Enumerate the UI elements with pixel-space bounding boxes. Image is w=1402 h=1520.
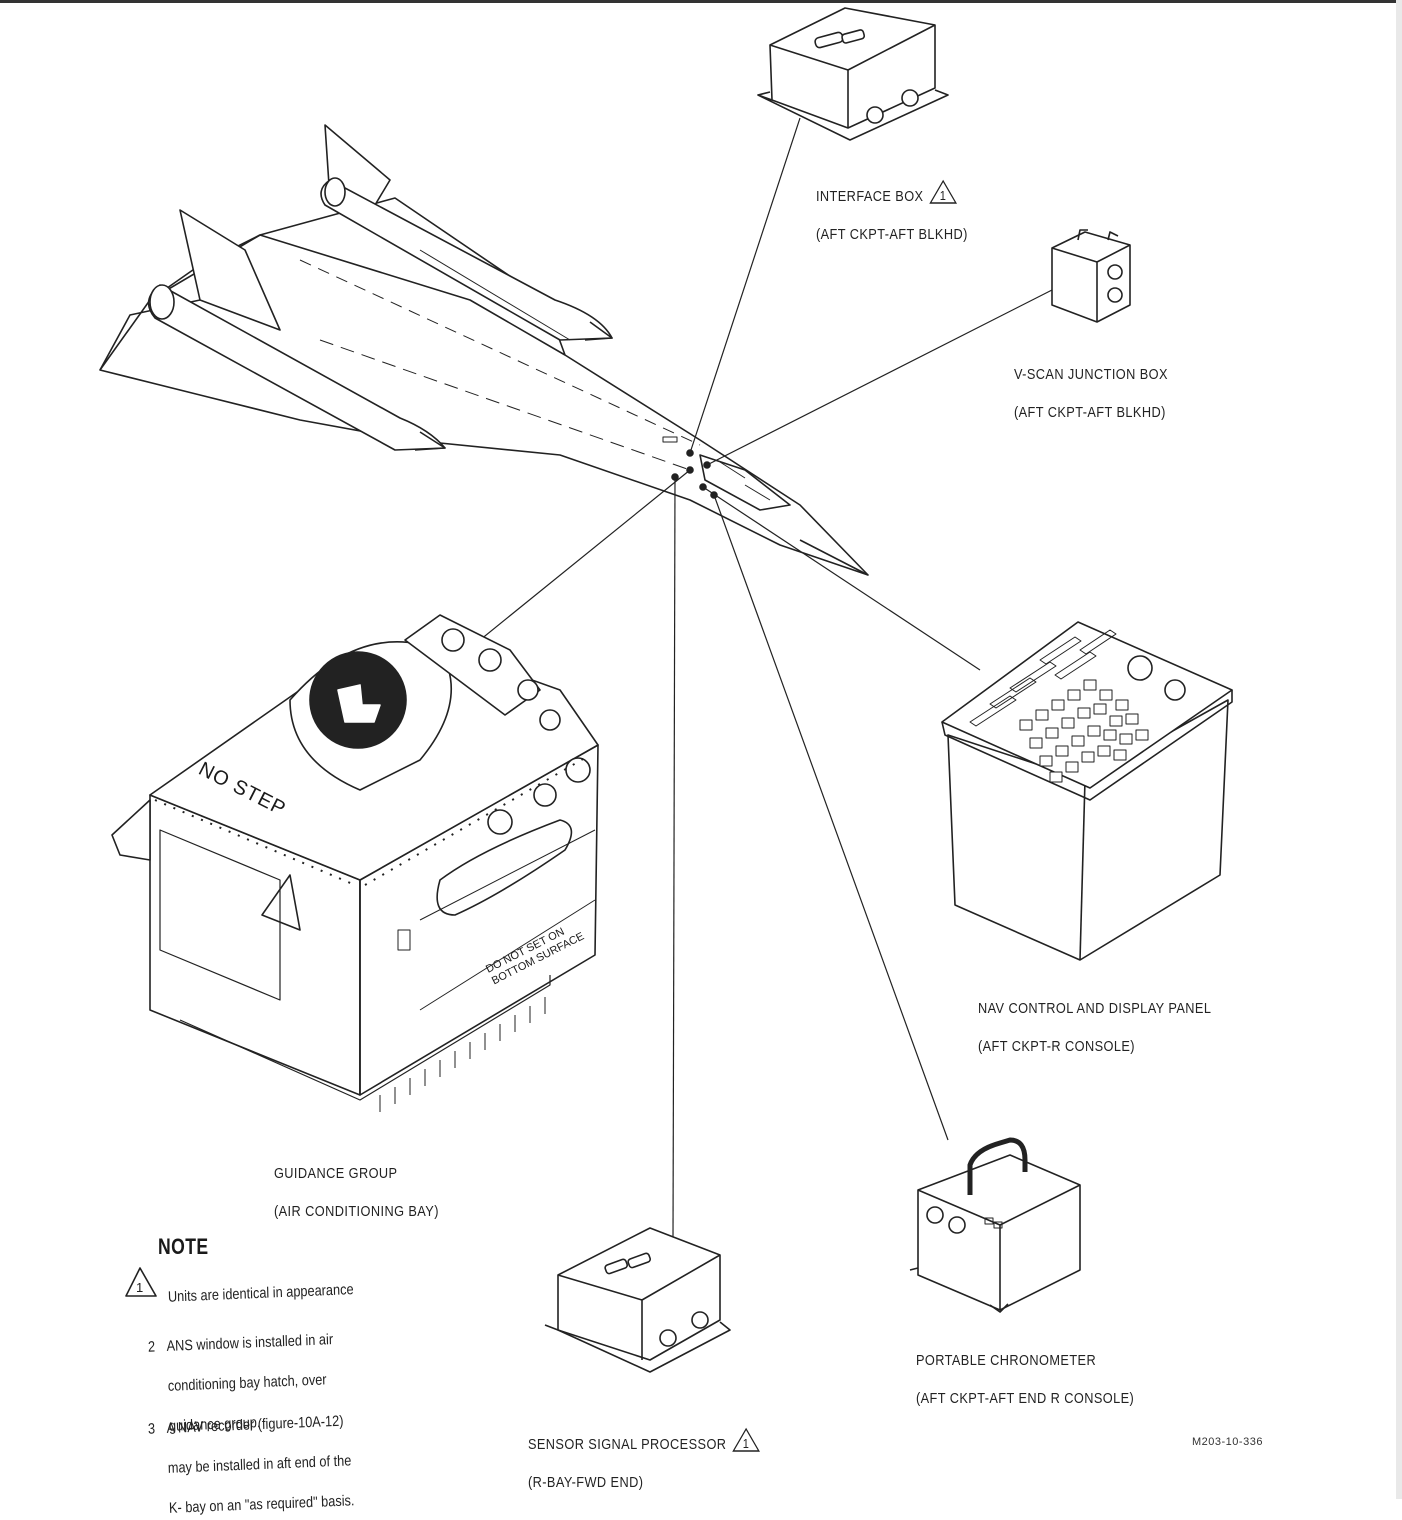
nav-control-panel-label: NAV CONTROL AND DISPLAY PANEL (AFT CKPT-… — [970, 980, 1211, 1056]
top-border — [0, 0, 1402, 3]
vscan-junction-box-location: (AFT CKPT-AFT BLKHD) — [1013, 404, 1166, 421]
sensor-signal-processor-location: (R-BAY-FWD END) — [527, 1474, 644, 1491]
portable-chronometer-location: (AFT CKPT-AFT END R CONSOLE) — [915, 1390, 1135, 1407]
nav-control-panel-location: (AFT CKPT-R CONSOLE) — [977, 1038, 1135, 1055]
note-item-3: 3 A NAV recorder (figure-10A-12) may be i… — [140, 1391, 355, 1520]
note-3-line-2: may be installed in aft end of the — [167, 1452, 352, 1477]
nav-control-panel-name: NAV CONTROL AND DISPLAY PANEL — [977, 1000, 1212, 1017]
note-2-marker: 2 — [147, 1338, 156, 1356]
interface-box-unit — [757, 7, 949, 141]
note-2-line-1: ANS window is installed in air — [166, 1331, 334, 1355]
sensor-signal-processor-name: SENSOR SIGNAL PROCESSOR — [527, 1436, 727, 1453]
aircraft-illustration — [99, 124, 869, 576]
note-1-triangle-icon: 1 — [125, 1267, 157, 1297]
portable-chronometer-name: PORTABLE CHRONOMETER — [915, 1352, 1097, 1369]
svg-text:1: 1 — [743, 1436, 750, 1451]
interface-box-label: INTERFACE BOX 1 (AFT CKPT-AFT BLKHD) — [808, 160, 968, 244]
note-ref-triangle-icon: 1 — [732, 1427, 760, 1452]
guidance-group-unit — [111, 614, 599, 1112]
portable-chronometer-unit — [909, 1137, 1081, 1313]
note-3-line-3: K- bay on an "as required" basis. — [168, 1492, 355, 1517]
interface-box-location: (AFT CKPT-AFT BLKHD) — [815, 226, 968, 243]
note-title: NOTE — [158, 1234, 209, 1259]
leader-lines — [479, 117, 1053, 1241]
guidance-group-location: (AIR CONDITIONING BAY) — [273, 1203, 439, 1220]
note-2-line-2: conditioning bay hatch, over — [167, 1371, 327, 1395]
svg-text:1: 1 — [136, 1280, 143, 1295]
portable-chronometer-label: PORTABLE CHRONOMETER (AFT CKPT-AFT END R… — [908, 1332, 1134, 1408]
note-3-line-1: A NAV recorder (figure-10A-12) — [166, 1412, 344, 1437]
nav-control-panel-unit — [941, 621, 1233, 961]
vscan-junction-box-label: V-SCAN JUNCTION BOX (AFT CKPT-AFT BLKHD) — [1006, 346, 1168, 422]
interface-box-name: INTERFACE BOX — [815, 188, 924, 205]
svg-text:1: 1 — [940, 188, 947, 203]
sensor-signal-processor-unit — [544, 1227, 731, 1373]
right-edge — [1396, 0, 1402, 1499]
vscan-junction-box-unit — [1051, 229, 1131, 323]
sensor-signal-processor-label: SENSOR SIGNAL PROCESSOR 1 (R-BAY-FWD END) — [520, 1408, 760, 1492]
guidance-group-label: GUIDANCE GROUP (AIR CONDITIONING BAY) — [266, 1145, 439, 1221]
figure-id: M203-10-336 — [1192, 1436, 1263, 1448]
vscan-junction-box-name: V-SCAN JUNCTION BOX — [1013, 366, 1168, 383]
note-item-1: Units are identical in appearance — [160, 1260, 354, 1308]
guidance-group-name: GUIDANCE GROUP — [273, 1165, 398, 1182]
note-3-marker: 3 — [147, 1420, 156, 1438]
note-ref-triangle-icon: 1 — [929, 179, 957, 204]
